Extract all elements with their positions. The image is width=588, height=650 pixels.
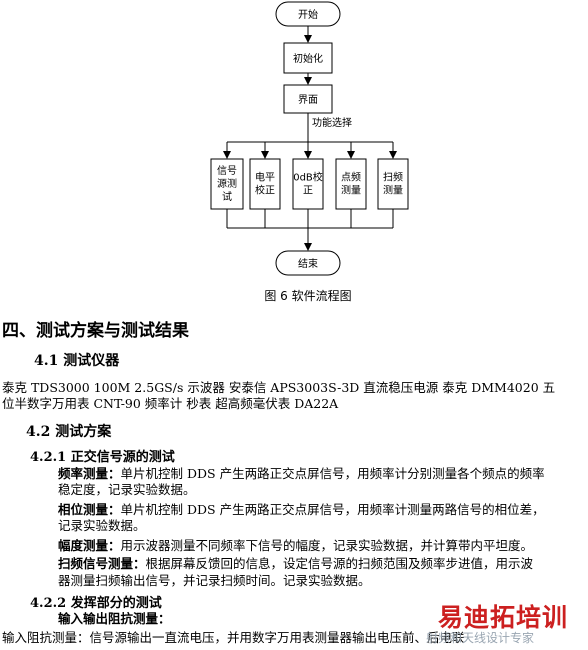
ui-label: 界面	[298, 94, 318, 106]
branch-label-level-correct: 电平校正	[255, 171, 275, 197]
init-box	[283, 42, 333, 74]
phase-measure-line-1: 相位测量：单片机控制 DDS 产生两路正交点屏信号，用频率计测量两路信号的相位差…	[58, 502, 545, 518]
end-terminal	[275, 250, 341, 276]
watermark-tagline: 射频和天线设计专家	[426, 631, 535, 645]
instrument-line-1: 泰克 TDS3000 100M 2.5GS/s 示波器 安泰信 APS3003S…	[2, 380, 556, 395]
freq-measure-text: 单片机控制 DDS 产生两路正交点屏信号，用频率计分别测量各个频点的频率	[120, 466, 545, 481]
branch-box-0db-correct	[292, 158, 324, 210]
section-4-1-heading: 4.1 测试仪器	[34, 353, 120, 369]
end-label: 结束	[298, 257, 318, 270]
branch-label-signal-test: 信号源测试	[217, 165, 237, 203]
section-4-2-heading: 4.2 测试方案	[26, 424, 112, 440]
branch-label-point-measure: 点频测量	[341, 171, 361, 197]
io-impedance-heading: 输入输出阻抗测量：	[58, 611, 171, 626]
section-4-2-2-heading: 4.2.2 发挥部分的测试	[30, 596, 162, 611]
sweep-measure-line-1: 扫频信号测量：根据屏幕反馈回的信息，设定信号源的扫频范围及频率步进值，用示波	[58, 556, 533, 572]
start-label: 开始	[298, 8, 318, 21]
branch-box-point-measure	[335, 158, 367, 210]
phase-measure-text: 单片机控制 DDS 产生两路正交点屏信号，用频率计测量两路信号的相位差，	[120, 502, 545, 517]
branch-box-sweep-measure	[377, 158, 409, 210]
phase-measure-label: 相位测量：	[58, 502, 121, 517]
sweep-measure-label: 扫频信号测量：	[58, 556, 146, 571]
instrument-line-2: 位半数字万用表 CNT-90 频率计 秒表 超高频毫伏表 DA22A	[2, 396, 339, 411]
figure-caption: 图 6 软件流程图	[264, 288, 351, 303]
freq-measure-label: 频率测量：	[58, 466, 121, 481]
branch-box-level-correct	[249, 158, 281, 210]
freq-measure-line-2: 稳定度，记录实验数据。	[58, 482, 196, 497]
watermark-brand: 易迪拓培训	[438, 603, 569, 632]
amp-measure-text: 用示波器测量不同频率下信号的幅度，记录实验数据，并计算带内平坦度。	[120, 538, 534, 553]
section-4-heading: 四、测试方案与测试结果	[2, 321, 189, 341]
branch-label-sweep-measure: 扫频测量	[383, 171, 403, 197]
init-label: 初始化	[293, 52, 323, 65]
amp-measure-label: 幅度测量：	[58, 538, 121, 553]
amp-measure-line: 幅度测量：用示波器测量不同频率下信号的幅度，记录实验数据，并计算带内平坦度。	[58, 538, 533, 554]
input-impedance-line: 输入阻抗测量：信号源输出一直流电压，并用数字万用表测量器输出电压前、后电联	[2, 630, 465, 645]
section-4-2-1-heading: 4.2.1 正交信号源的测试	[30, 450, 175, 465]
sweep-measure-text: 根据屏幕反馈回的信息，设定信号源的扫频范围及频率步进值，用示波	[145, 556, 534, 571]
sweep-measure-line-2: 器测量扫频输出信号，并记录扫频时间。记录实验数据。	[58, 573, 371, 588]
freq-measure-line-1: 频率测量：单片机控制 DDS 产生两路正交点屏信号，用频率计分别测量各个频点的频…	[58, 466, 545, 482]
phase-measure-line-2: 记录实验数据。	[58, 518, 146, 533]
branch-label-0db-correct: 0dB校正	[293, 171, 323, 197]
function-select-label: 功能选择	[312, 116, 352, 129]
